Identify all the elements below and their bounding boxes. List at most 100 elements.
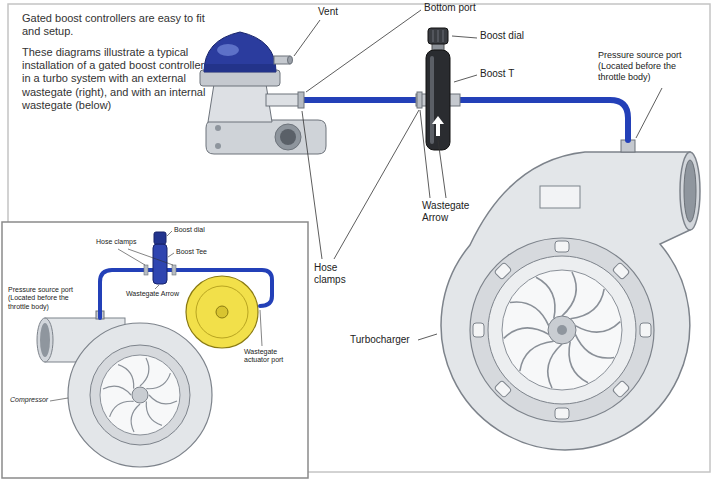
inset-panel-part-part [140, 401, 166, 427]
inset-label: Compressor [10, 396, 60, 404]
turbocharger-part-part [555, 241, 569, 252]
external-wastegate-part [206, 120, 326, 154]
inset-panel-part [50, 231, 262, 401]
turbocharger-part-part [528, 275, 565, 319]
inset-panel-part [68, 323, 212, 467]
inset-label: Wastegate Arrow [126, 290, 192, 298]
inset-panel-part-part [131, 404, 140, 432]
external-wastegate-part [204, 32, 276, 72]
inset-label: Wastegate actuator port [244, 348, 304, 365]
intro-note: These diagrams illustrate a typical inst… [22, 46, 212, 112]
inset-panel-part-part [167, 231, 172, 236]
leader-line-part [334, 110, 419, 259]
turbocharger-part-part [516, 333, 553, 377]
inset-panel-part-part [103, 386, 131, 395]
inset-panel-part-part [155, 285, 159, 289]
external-wastegate-part [275, 124, 301, 150]
turbocharger-part [502, 272, 621, 388]
inset-panel-part-part [108, 395, 134, 421]
turbocharger-part-part [575, 312, 621, 339]
turbocharger-part [548, 316, 576, 344]
turbocharger-part [441, 152, 690, 450]
inset-label: Boost dial [174, 226, 230, 234]
inset-panel-part [2, 222, 308, 478]
leader-line-part [306, 10, 421, 92]
inset-panel-part-part [168, 253, 174, 257]
external-wastegate-part [266, 94, 302, 106]
leader-line-part [438, 140, 446, 198]
inset-panel-part [90, 345, 190, 445]
inset-panel [2, 222, 308, 478]
turbocharger-part-part [502, 321, 548, 348]
turbocharger-part-part [494, 262, 512, 280]
boost-hose [300, 100, 628, 140]
external-wastegate-part [298, 92, 304, 108]
inset-panel-part [37, 318, 53, 362]
turbocharger-part [473, 241, 651, 419]
boost-controller-part [438, 30, 439, 42]
inset-panel-part [154, 232, 166, 244]
part-label: Vent [318, 6, 358, 18]
turbocharger-part-part [562, 272, 576, 316]
part-label: Turbocharger [350, 334, 430, 346]
inset-panel-part-part [260, 310, 262, 346]
boost-controller-part [417, 92, 422, 108]
inset-panel-part [100, 355, 180, 435]
boost-controller-part [433, 30, 434, 42]
boost-controller-part [432, 116, 444, 136]
inset-panel-part-part [118, 249, 145, 265]
turbocharger-part-part [473, 323, 484, 337]
turbocharger-part [470, 238, 654, 422]
turbocharger-part-part [555, 408, 569, 419]
turbocharger-part [684, 160, 696, 222]
external-wastegate-part [215, 143, 221, 149]
inset-panel-part [186, 276, 258, 348]
boost-controller-part [428, 28, 448, 44]
inset-panel-part-part [149, 395, 177, 404]
intro-note: Gated boost controllers are easy to fit … [22, 12, 212, 38]
external-wastegate-part [204, 64, 276, 72]
inset-panel-part [172, 265, 176, 275]
part-label: Wastegate Arrow [422, 200, 480, 224]
turbocharger-part-part [548, 344, 562, 388]
boost-hose-part [450, 100, 628, 140]
external-wastegate-part [288, 56, 293, 64]
inset-panel-part [196, 286, 248, 338]
part-label: Boost dial [480, 30, 550, 42]
turbocharger-part [488, 256, 636, 404]
turbocharger-part-part [571, 334, 617, 361]
leader-line-part [452, 36, 477, 38]
inset-panel-part [144, 265, 148, 275]
turbocharger-part-part [559, 341, 596, 385]
turbocharger-part [502, 270, 622, 390]
inset-panel-part-part [128, 249, 173, 265]
boost-controller-part [443, 30, 444, 42]
turbocharger-part-part [570, 283, 607, 327]
boost-controller-part [426, 50, 450, 150]
part-label: Pressure source port (Located before the… [598, 50, 706, 82]
turbocharger-part-part [612, 380, 630, 398]
inset-panel-part [40, 323, 50, 357]
inset-panel-part-part [146, 369, 172, 395]
external-wastegate-part [215, 125, 221, 131]
leader-line-part [294, 20, 320, 56]
turbocharger-part [557, 325, 567, 335]
turbocharger-part [540, 186, 580, 208]
boost-hose-part [300, 97, 426, 103]
inset-label: Pressure source port (Located before the… [8, 286, 88, 311]
leader-line-part [418, 334, 437, 340]
external-wastegate-part [217, 44, 239, 56]
leader-line-part [636, 88, 662, 138]
external-wastegate-part [280, 129, 296, 145]
inset-label: Boost Tee [176, 248, 232, 256]
panel-frame [8, 4, 710, 472]
inset-label: Hose clamps [96, 238, 152, 246]
turbocharger-part [680, 152, 700, 230]
inset-panel-part-part [140, 358, 149, 386]
boost-controller-part [430, 56, 434, 144]
part-label: Boost T [480, 68, 540, 80]
inset-panel-part [103, 358, 177, 432]
turbocharger-part-part [507, 299, 553, 326]
part-label: Bottom port [424, 2, 504, 14]
